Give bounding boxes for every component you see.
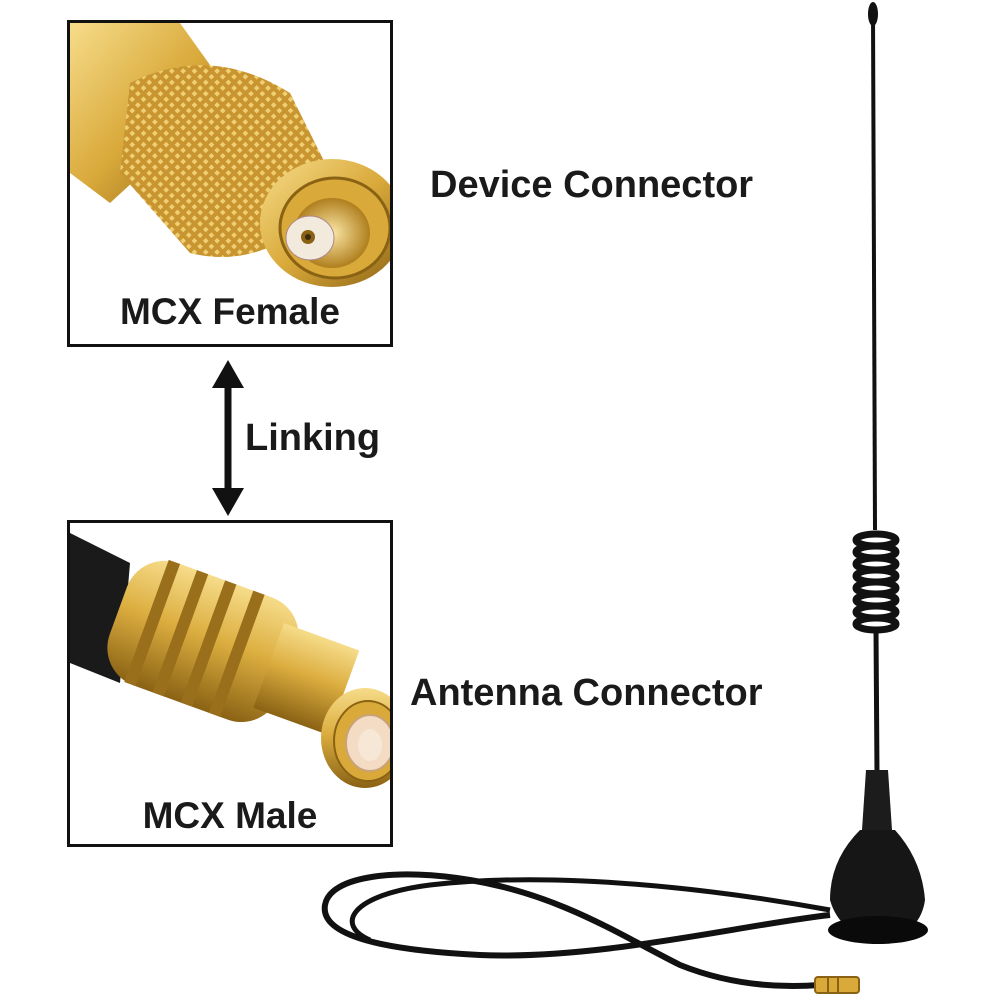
linking-label: Linking (245, 417, 381, 459)
mcx-female-panel: MCX Female (67, 20, 393, 347)
mcx-female-label: MCX Female (119, 291, 340, 332)
mcx-male-panel: MCX Male (67, 520, 393, 847)
mcx-female-connector-photo (70, 23, 390, 287)
device-connector-label: Device Connector (430, 164, 754, 206)
antenna-connector-label: Antenna Connector (410, 672, 763, 714)
mcx-male-label: MCX Male (142, 795, 318, 836)
mcx-male-connector-photo (70, 533, 390, 788)
double-arrow-icon (212, 360, 244, 516)
